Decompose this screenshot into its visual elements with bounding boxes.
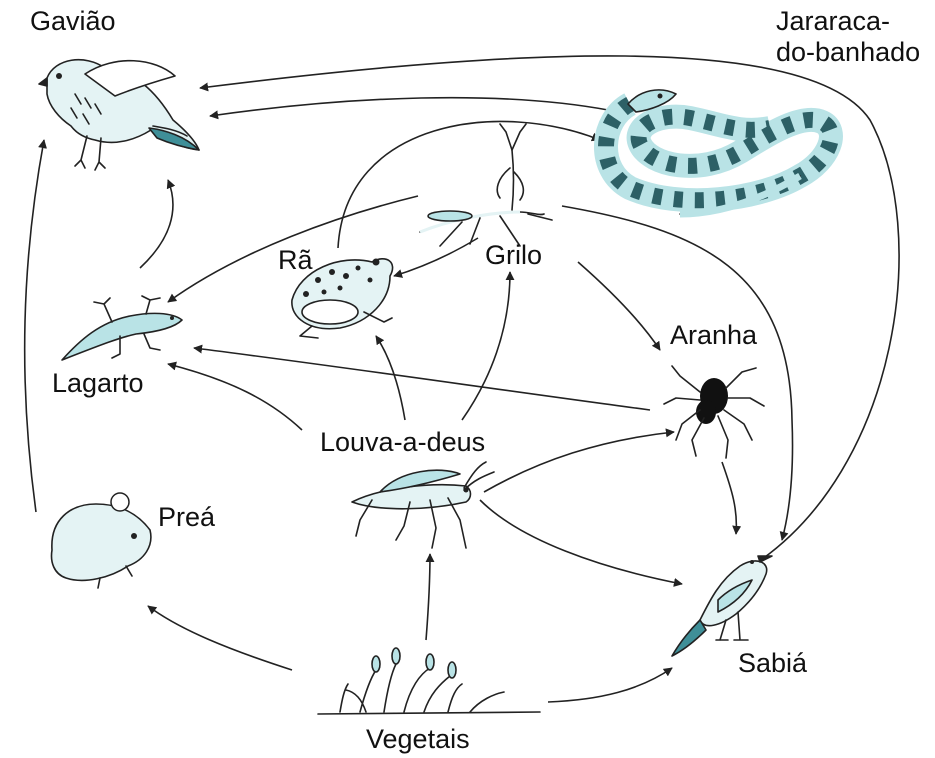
arrow-grasshopper-to-aranha <box>484 432 674 492</box>
arrow-vegetais-to-louva <box>426 554 430 640</box>
thrush-icon <box>672 556 772 656</box>
label-jararaca-line2: do-banhado <box>776 37 920 68</box>
spider-icon <box>664 366 764 458</box>
arrow-vegetais-to-prea <box>148 606 292 670</box>
arrow-grilo-to-ra <box>394 238 478 276</box>
label-lagarto: Lagarto <box>52 368 144 399</box>
plants-icon <box>318 648 540 714</box>
snake-icon <box>606 90 831 214</box>
label-vegetais: Vegetais <box>366 724 470 755</box>
arrow-lagarto-to-gaviao <box>140 180 173 268</box>
label-louva: Louva-a-deus <box>320 427 485 458</box>
label-ra: Rã <box>278 245 313 276</box>
arrow-jararaca-to-gaviao <box>210 98 608 116</box>
arrow-prea-to-gaviao <box>25 140 44 512</box>
arrow-aranha-to-sabia <box>722 462 736 534</box>
label-aranha: Aranha <box>670 320 757 351</box>
label-prea: Preá <box>158 502 215 533</box>
arrow-louva-to-grilo <box>462 272 510 420</box>
arrow-grasshopper-to-sabia <box>480 500 682 584</box>
mantis-icon <box>420 124 552 246</box>
label-grilo: Grilo <box>485 240 542 271</box>
arrow-louva-to-lagarto <box>168 364 302 430</box>
cavy-icon <box>52 493 151 588</box>
arrow-louva-to-ra <box>376 336 405 420</box>
arrows <box>25 56 899 702</box>
label-sabia: Sabiá <box>738 648 807 679</box>
hawk-icon <box>39 60 199 170</box>
arrow-ra-to-jararaca <box>338 121 600 248</box>
lizard-icon <box>62 296 182 360</box>
grasshopper-icon <box>352 462 494 548</box>
label-jararaca: Jararaca- do-banhado <box>776 6 920 68</box>
label-jararaca-line1: Jararaca- <box>776 6 920 37</box>
label-gaviao: Gavião <box>30 6 116 37</box>
arrow-grilo-to-aranha <box>578 262 660 350</box>
arrow-vegetais-to-sabia <box>548 668 672 702</box>
